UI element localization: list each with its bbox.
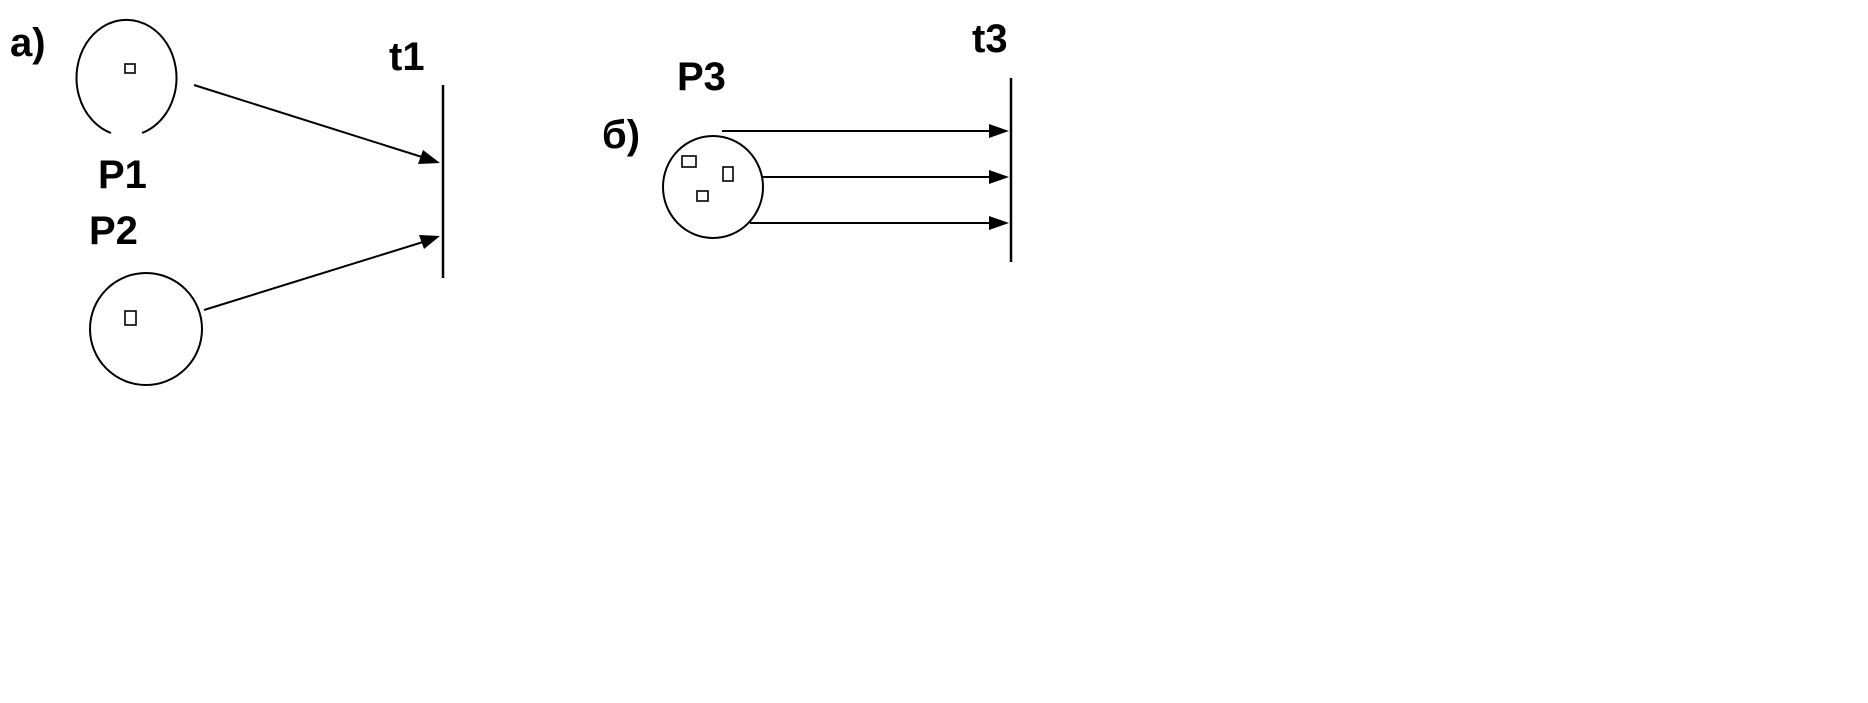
panel-b-label: б) bbox=[602, 113, 640, 157]
transition-t1-label: t1 bbox=[389, 35, 425, 79]
arrowhead bbox=[418, 150, 440, 164]
arc-p1-t1 bbox=[193, 84, 423, 158]
panel-a: а) P1 P2 t1 bbox=[10, 18, 445, 386]
place-p1 bbox=[75, 18, 178, 134]
place-p2-label: P2 bbox=[89, 209, 138, 253]
arc-p2-t1 bbox=[203, 241, 424, 311]
token bbox=[681, 155, 697, 168]
token bbox=[124, 63, 136, 74]
place-p2 bbox=[89, 272, 203, 386]
arrowhead bbox=[989, 170, 1009, 184]
arrowhead bbox=[989, 216, 1009, 230]
token bbox=[722, 166, 734, 182]
transition-t3-label: t3 bbox=[972, 17, 1008, 61]
token bbox=[696, 190, 709, 202]
token bbox=[124, 310, 137, 326]
arrowhead bbox=[419, 235, 440, 249]
arrowhead bbox=[989, 124, 1009, 138]
panel-a-label: а) bbox=[10, 21, 46, 65]
panel-b: P3 б) t3 bbox=[602, 17, 1013, 262]
place-p3 bbox=[662, 135, 764, 239]
place-p3-label: P3 bbox=[677, 55, 726, 99]
place-p1-label: P1 bbox=[98, 153, 147, 197]
